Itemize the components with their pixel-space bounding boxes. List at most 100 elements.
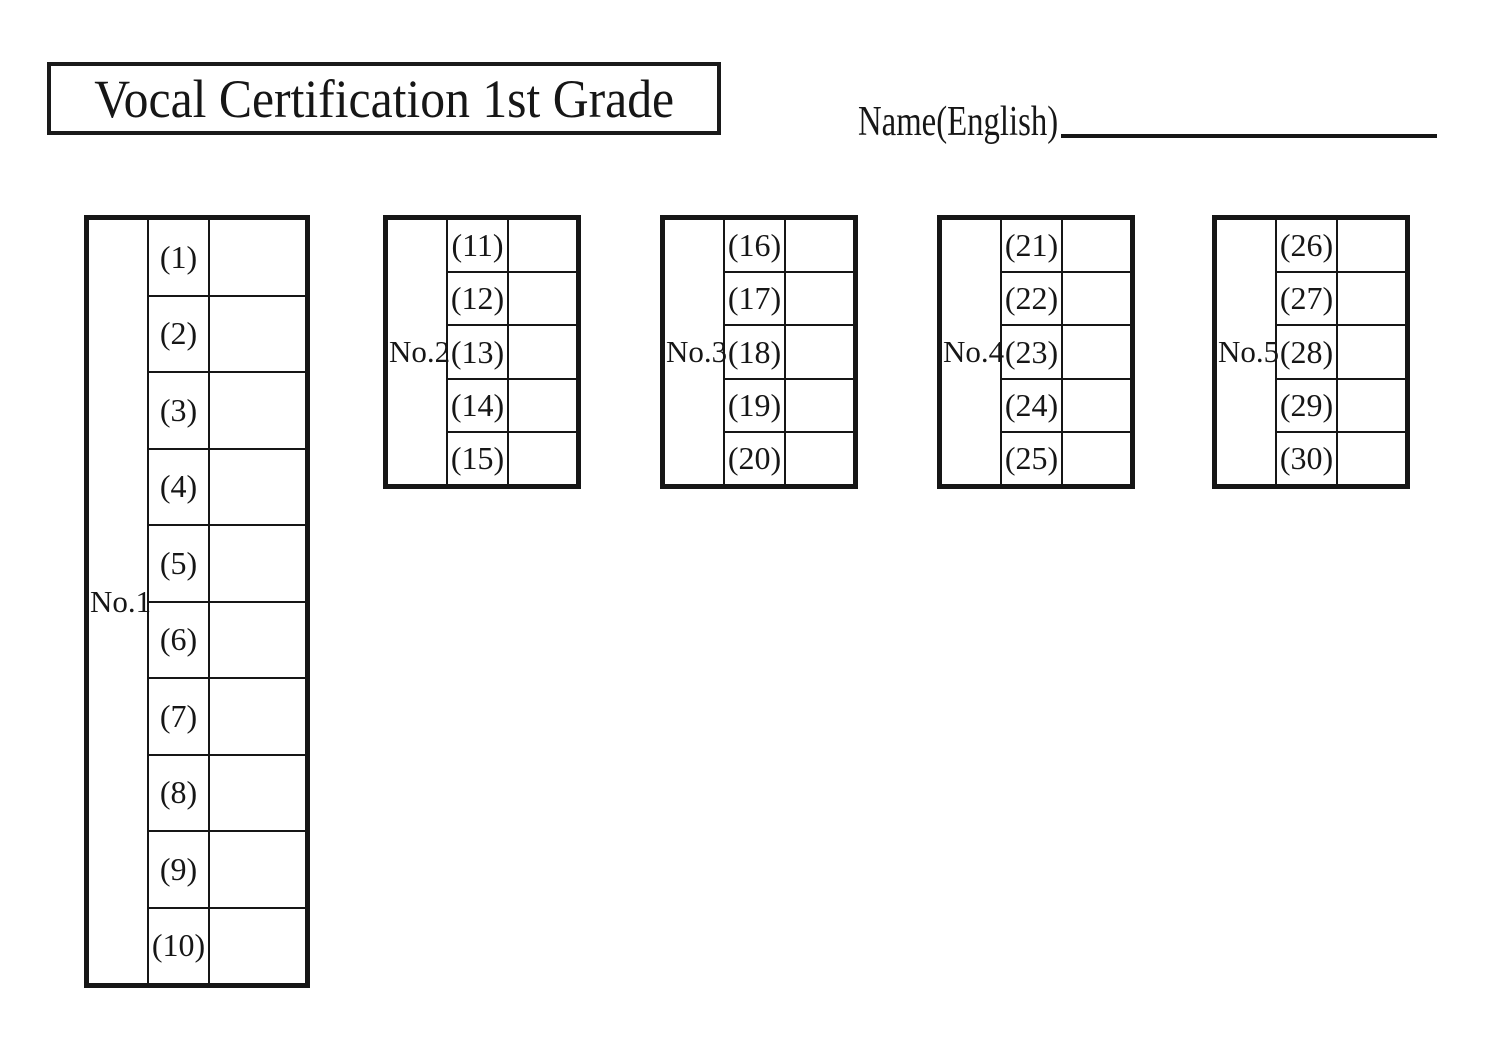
table-row: (21): [1002, 220, 1130, 272]
table-row: (30): [1277, 430, 1405, 485]
answer-cell[interactable]: [210, 450, 305, 525]
answer-cell[interactable]: [210, 679, 305, 754]
table-row: (18): [725, 324, 853, 378]
table-row: (20): [725, 430, 853, 485]
table-row: (29): [1277, 377, 1405, 431]
answer-cell[interactable]: [210, 603, 305, 678]
answer-cell[interactable]: [509, 273, 576, 324]
answer-cell[interactable]: [210, 220, 305, 295]
answer-cell[interactable]: [210, 909, 305, 984]
answer-cell[interactable]: [786, 433, 853, 484]
table-row: (15): [448, 430, 576, 485]
table-row: (28): [1277, 324, 1405, 378]
table-rows: (11) (12) (13) (14): [448, 220, 576, 485]
answer-cell[interactable]: [210, 526, 305, 601]
answer-cell[interactable]: [509, 220, 576, 271]
table-row: (5): [149, 524, 305, 601]
question-number-cell: (10): [149, 908, 210, 983]
question-number-cell: (6): [149, 602, 210, 677]
name-input-line[interactable]: [1061, 134, 1437, 138]
question-number-cell: (14): [448, 379, 509, 431]
answer-cell[interactable]: [509, 326, 576, 377]
table-row: (8): [149, 753, 305, 831]
question-number-cell: (28): [1277, 326, 1338, 378]
table-row: (13): [448, 324, 576, 378]
answer-cell[interactable]: [509, 380, 576, 431]
question-number-cell: (17): [725, 273, 786, 325]
answer-cell[interactable]: [1338, 326, 1405, 377]
table-row: (24): [1002, 377, 1130, 431]
table-rows: (16) (17) (18) (19): [725, 220, 853, 485]
answer-cell[interactable]: [1063, 326, 1130, 377]
table-number-cell: No.3: [665, 220, 727, 484]
answer-cell[interactable]: [210, 756, 305, 831]
answer-cell[interactable]: [210, 832, 305, 907]
question-number-cell: (7): [149, 679, 210, 754]
answer-cell[interactable]: [1338, 220, 1405, 271]
question-number-cell: (27): [1277, 273, 1338, 325]
question-number-cell: (15): [448, 432, 509, 485]
question-number-cell: (26): [1277, 220, 1338, 272]
question-number-cell: (13): [448, 326, 509, 378]
page-title: Vocal Certification 1st Grade: [94, 68, 674, 129]
table-row: (11): [448, 220, 576, 272]
question-number-cell: (19): [725, 379, 786, 431]
answer-cell[interactable]: [1338, 273, 1405, 324]
table-row: (10): [149, 906, 305, 984]
table-row: (14): [448, 377, 576, 431]
name-label: Name(English): [858, 99, 1059, 145]
question-number-cell: (1): [149, 220, 210, 295]
table-number-cell: No.4: [942, 220, 1004, 484]
table-row: (22): [1002, 271, 1130, 325]
table-number-cell: No.5: [1217, 220, 1279, 484]
table-row: (17): [725, 271, 853, 325]
table-row: (25): [1002, 430, 1130, 485]
question-number-cell: (18): [725, 326, 786, 378]
question-number-cell: (20): [725, 432, 786, 485]
table-number-cell: No.2: [388, 220, 450, 484]
answer-cell[interactable]: [509, 433, 576, 484]
answer-cell[interactable]: [1338, 380, 1405, 431]
answer-cell[interactable]: [786, 326, 853, 377]
answer-table-no3: No.3 (16) (17) (18) (19): [660, 215, 858, 489]
answer-cell[interactable]: [1063, 273, 1130, 324]
table-number-cell: No.1: [89, 220, 151, 983]
question-number-cell: (30): [1277, 432, 1338, 485]
answer-cell[interactable]: [786, 220, 853, 271]
question-number-cell: (25): [1002, 432, 1063, 485]
question-number-cell: (24): [1002, 379, 1063, 431]
table-row: (3): [149, 371, 305, 448]
table-row: (7): [149, 677, 305, 754]
question-number-cell: (8): [149, 755, 210, 830]
table-row: (6): [149, 600, 305, 678]
answer-table-no5: No.5 (26) (27) (28) (29): [1212, 215, 1410, 489]
table-row: (1): [149, 220, 305, 295]
answer-cell[interactable]: [210, 373, 305, 448]
question-number-cell: (5): [149, 526, 210, 601]
answer-cell[interactable]: [1063, 220, 1130, 271]
table-row: (26): [1277, 220, 1405, 272]
question-number-cell: (21): [1002, 220, 1063, 272]
table-row: (4): [149, 447, 305, 525]
answer-cell[interactable]: [1338, 433, 1405, 484]
question-number-cell: (12): [448, 273, 509, 325]
question-number-cell: (11): [448, 220, 509, 272]
answer-cell[interactable]: [1063, 433, 1130, 484]
question-number-cell: (29): [1277, 379, 1338, 431]
question-number-cell: (3): [149, 373, 210, 448]
table-row: (12): [448, 271, 576, 325]
question-number-cell: (4): [149, 449, 210, 524]
question-number-cell: (2): [149, 296, 210, 371]
table-rows: (21) (22) (23) (24): [1002, 220, 1130, 485]
answer-cell[interactable]: [786, 380, 853, 431]
question-number-cell: (23): [1002, 326, 1063, 378]
table-rows: (26) (27) (28) (29): [1277, 220, 1405, 485]
answer-cell[interactable]: [786, 273, 853, 324]
table-row: (2): [149, 294, 305, 372]
table-row: (9): [149, 830, 305, 907]
answer-cell[interactable]: [210, 297, 305, 372]
answer-cell[interactable]: [1063, 380, 1130, 431]
answer-table-no1: No.1 (1) (2) (3) (4): [84, 215, 310, 988]
answer-table-no2: No.2 (11) (12) (13) (14): [383, 215, 581, 489]
question-number-cell: (22): [1002, 273, 1063, 325]
